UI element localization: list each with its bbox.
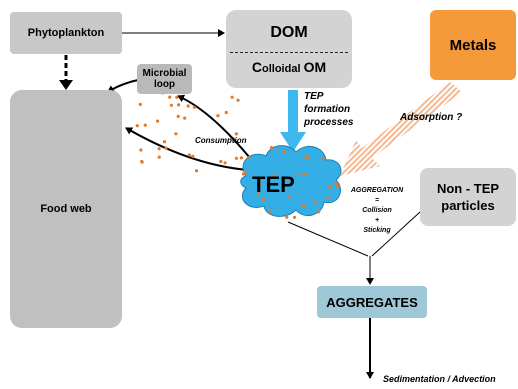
tep-label: TEP (252, 172, 295, 197)
collision-label: Collision (362, 207, 392, 214)
phytoplankton-box: Phytoplankton (10, 12, 122, 54)
particle-dot (272, 174, 276, 178)
particle-dot (236, 98, 240, 102)
tep-formation-label: TEP formation processes (304, 91, 354, 128)
particle-dot (164, 146, 168, 150)
aggregation-label-group: AGGREGATION = Collision + Sticking (340, 186, 414, 236)
particle-dot (223, 161, 227, 165)
particle-dot (156, 119, 160, 123)
particle-dot (239, 156, 243, 160)
particle-dot (269, 146, 274, 150)
particle-dot (313, 200, 317, 204)
particle-dot (326, 196, 330, 200)
particle-dot (282, 149, 286, 153)
particle-dot (335, 184, 339, 188)
particle-dot (219, 159, 223, 164)
arrowhead-phyto-to-foodweb (59, 80, 73, 90)
particle-dot (169, 103, 173, 107)
adsorption-arrow (340, 82, 462, 176)
dom-title: DOM (270, 24, 308, 41)
non-tep-label: Non - TEP particles (436, 181, 500, 213)
particle-dot (157, 155, 161, 159)
colloidal-rest: olloidal (262, 63, 301, 75)
particle-dot (298, 172, 302, 177)
arrow-tep-to-foodweb (125, 127, 249, 171)
particle-dot (139, 148, 143, 152)
particle-dot (321, 157, 325, 161)
tep-cloud (240, 145, 342, 217)
particle-dot (224, 110, 228, 115)
particle-dot (192, 105, 196, 109)
arrow-nontep-to-junction (371, 211, 421, 257)
microbial-loop-box: Microbial loop (137, 64, 192, 94)
particle-dot (157, 147, 161, 151)
particle-dot (241, 172, 246, 176)
particle-dot (135, 124, 139, 128)
particle-dot (268, 209, 273, 213)
particle-dot (306, 156, 310, 160)
particle-dot (258, 182, 262, 186)
particle-dot (195, 169, 199, 173)
particle-dot (288, 176, 292, 180)
food-web-box: Food web (10, 90, 122, 328)
arrow-tep-to-microbial (177, 94, 251, 159)
particle-dot (216, 114, 220, 118)
phytoplankton-label: Phytoplankton (27, 27, 105, 39)
particle-dot (230, 95, 234, 99)
sedimentation-label: Sedimentation / Advection (383, 374, 496, 384)
aggregates-box: AGGREGATES (317, 286, 427, 318)
particle-dot (288, 195, 292, 199)
particle-dot (140, 159, 144, 164)
particle-dot (301, 204, 306, 208)
aggregation-label: AGGREGATION (350, 187, 404, 194)
particle-dot (174, 132, 178, 136)
particle-dot (162, 140, 167, 144)
plus-label: + (374, 217, 380, 224)
particle-dot (327, 185, 331, 189)
particle-dot (234, 156, 238, 160)
adsorption-label: Adsorption ? (400, 112, 463, 123)
particle-dot (187, 153, 191, 157)
sticking-label: Sticking (363, 227, 391, 234)
particle-dot (246, 156, 251, 160)
particle-dot (234, 132, 238, 136)
colloidal-om-label: Colloidal OM (252, 59, 326, 75)
aggregates-label: AGGREGATES (326, 294, 418, 310)
particle-dot (177, 103, 181, 107)
particle-dot (317, 210, 321, 214)
particle-dot (303, 172, 307, 176)
metals-label: Metals (449, 36, 497, 54)
equals-label: = (374, 197, 380, 204)
non-tep-particles-box: Non - TEP particles (420, 168, 516, 226)
particle-dot (261, 197, 265, 201)
dom-box: DOM Colloidal OM (226, 10, 352, 88)
dom-divider (230, 52, 348, 53)
particle-dot (256, 191, 260, 195)
particle-dot (285, 215, 289, 219)
particle-dot (191, 154, 195, 158)
particle-dot (138, 102, 142, 106)
food-web-label: Food web (40, 203, 92, 215)
particle-dot (143, 123, 147, 127)
microbial-loop-label: Microbial loop (142, 68, 187, 90)
particle-dot (183, 116, 187, 120)
particle-dot (334, 181, 338, 185)
om-label: OM (303, 59, 327, 75)
consumption-label: Consumption (195, 136, 247, 145)
particle-dot (186, 104, 190, 108)
particle-dot (292, 215, 297, 219)
tep-formation-arrow (280, 90, 306, 152)
particle-dot (175, 95, 179, 99)
colloidal-initial: C (251, 59, 262, 75)
particle-dot (168, 95, 172, 99)
arrow-tep-to-junction (287, 221, 369, 257)
metals-box: Metals (430, 10, 516, 80)
particle-dot (176, 114, 180, 118)
